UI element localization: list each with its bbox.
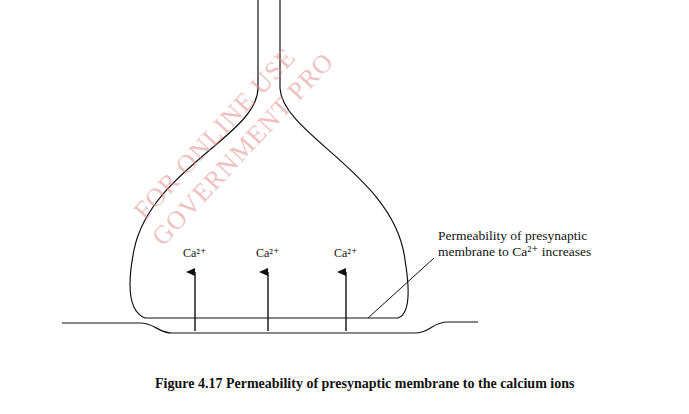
ion-label: Ca²⁺ (334, 246, 357, 261)
ion-label: Ca²⁺ (256, 246, 279, 261)
figure-caption: Figure 4.17 Permeability of presynaptic … (155, 376, 574, 392)
ion-label: Ca²⁺ (183, 246, 206, 261)
watermark: GOVERNMENT PRO (146, 47, 340, 252)
ion-arrow (345, 272, 346, 331)
postsynaptic-membrane (62, 322, 478, 333)
ion-arrow (194, 272, 195, 331)
leader-line (368, 258, 434, 318)
callout-note: Permeability of presynaptic membrane to … (438, 228, 620, 260)
ion-arrow (267, 272, 268, 331)
